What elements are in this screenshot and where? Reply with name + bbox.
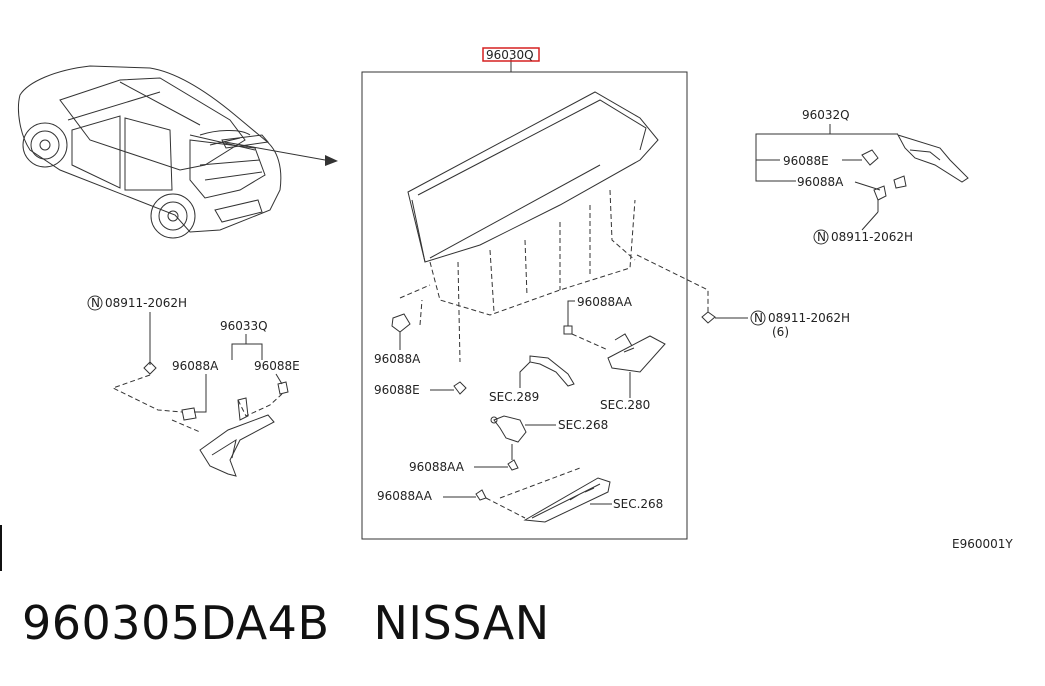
nut-symbol-3: N: [817, 230, 826, 244]
label-clip-a-3[interactable]: 96088A: [374, 352, 421, 366]
label-clip-a-1[interactable]: 96088A: [797, 175, 844, 189]
footer-caption: 960305DA4B NISSAN: [22, 596, 550, 650]
label-sec-289[interactable]: SEC.289: [489, 390, 539, 404]
label-clip-e-1[interactable]: 96088E: [783, 154, 829, 168]
label-clip-aa-1[interactable]: 96088AA: [577, 295, 633, 309]
footer-part-number: 960305DA4B: [22, 596, 330, 650]
label-nut-2[interactable]: 08911-2062H: [768, 311, 850, 325]
vehicle-illustration: [17, 65, 338, 239]
label-clip-aa-3[interactable]: 96088AA: [377, 489, 433, 503]
bracket-left-group: N 08911-2062H 96033Q 96088A 96088E: [87, 295, 300, 477]
label-bracket-left[interactable]: 96033Q: [220, 319, 268, 333]
nut-symbol-1: N: [91, 296, 100, 310]
label-nut-qty[interactable]: (6): [772, 325, 789, 339]
main-assembly-frame: 96030Q: [361, 47, 688, 540]
label-sec-280[interactable]: SEC.280: [600, 398, 650, 412]
label-sec-268-1[interactable]: SEC.268: [558, 418, 608, 432]
label-main-assembly[interactable]: 96030Q: [486, 48, 534, 62]
right-nut-group: N 08911-2062H (6): [636, 254, 850, 339]
parts-diagram: 96030Q 96032Q 96088E 96088A N 08911-2062…: [17, 47, 1013, 551]
figure-code: E960001Y: [952, 537, 1013, 551]
rear-spoiler: [399, 91, 659, 363]
footer-brand: NISSAN: [373, 596, 550, 650]
label-clip-e-3[interactable]: 96088E: [374, 383, 420, 397]
label-nut-3[interactable]: 08911-2062H: [831, 230, 913, 244]
bracket-right-group: 96032Q 96088E 96088A N 08911-2062H: [755, 108, 969, 245]
label-nut-1[interactable]: 08911-2062H: [105, 296, 187, 310]
label-clip-e-2[interactable]: 96088E: [254, 359, 300, 373]
highlight-box: [482, 47, 540, 62]
label-clip-aa-2[interactable]: 96088AA: [409, 460, 465, 474]
nut-symbol-2: N: [754, 311, 763, 325]
label-bracket-right[interactable]: 96032Q: [802, 108, 850, 122]
internal-components: 96088A 96088E 96088AA SEC.280 SEC.289 SE…: [374, 295, 666, 523]
label-clip-a-2[interactable]: 96088A: [172, 359, 219, 373]
label-sec-268-2[interactable]: SEC.268: [613, 497, 663, 511]
edge-rule: [0, 525, 2, 571]
